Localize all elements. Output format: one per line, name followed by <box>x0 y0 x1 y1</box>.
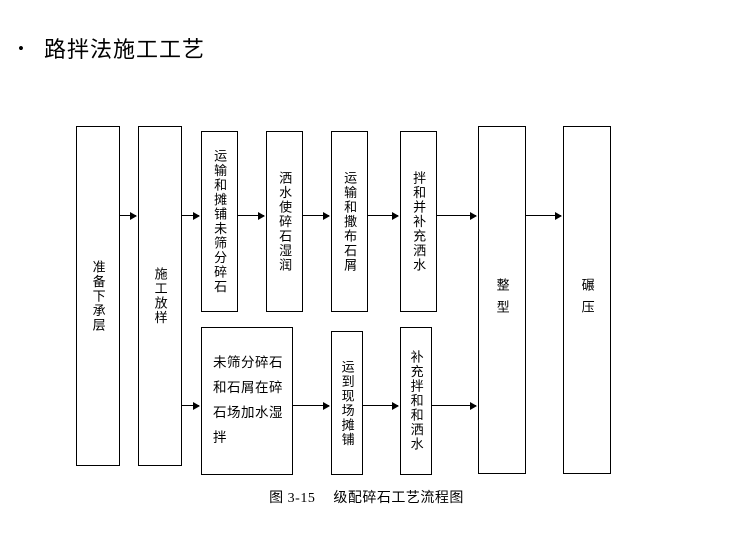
figure-title: 级配碎石工艺流程图 <box>333 491 464 506</box>
flow-node-label: 施工放样 <box>152 267 168 325</box>
flow-node-compaction[interactable]: 碾压 <box>563 126 611 474</box>
flow-node-label: 补充拌和和洒水 <box>408 350 424 452</box>
flow-node-label: 运输和撒布石屑 <box>342 170 358 273</box>
flow-node-label: 未筛分碎石和石屑在碎石场加水湿拌 <box>213 355 283 445</box>
flow-node-label: 拌和并补充洒水 <box>411 170 427 273</box>
flow-node-mix-add-water[interactable]: 拌和并补充洒水 <box>400 131 437 312</box>
flow-arrow-n1-n2 <box>120 210 137 222</box>
slide-title: • 路拌法施工工艺 <box>18 32 205 64</box>
flow-node-label: 运到现场摊铺 <box>339 359 355 447</box>
flow-arrow-n9-n10 <box>293 400 330 412</box>
flow-node-setting-out[interactable]: 施工放样 <box>138 126 182 466</box>
flow-node-shaping[interactable]: 整型 <box>478 126 526 474</box>
flow-node-haul-spread-crushed-stone[interactable]: 运输和摊铺未筛分碎石 <box>201 131 238 312</box>
flow-arrow-n7-n8 <box>526 210 562 222</box>
flow-arrow-n2-n3 <box>182 210 200 222</box>
flow-node-haul-spread-chips[interactable]: 运输和撒布石屑 <box>331 131 368 312</box>
flow-node-plant-wet-mix[interactable]: 未筛分碎石和石屑在碎石场加水湿拌 <box>201 327 293 475</box>
figure-caption: 图 3-15 级配碎石工艺流程图 <box>0 487 733 507</box>
flow-arrow-n10-n11 <box>363 400 399 412</box>
flow-node-sprinkle-water[interactable]: 洒水使碎石湿润 <box>266 131 303 312</box>
bullet-icon: • <box>18 38 24 58</box>
flow-node-label: 洒水使碎石湿润 <box>277 170 293 273</box>
flow-arrow-n5-n6 <box>368 210 399 222</box>
flow-node-supplementary-mixing[interactable]: 补充拌和和洒水 <box>400 327 432 475</box>
flow-arrow-n11-n7 <box>432 400 477 412</box>
flow-arrow-n6-n7 <box>437 210 477 222</box>
flow-node-transport-to-site[interactable]: 运到现场摊铺 <box>331 331 363 475</box>
flow-node-prepare-subgrade[interactable]: 准备下承层 <box>76 126 120 466</box>
flow-arrow-n2-n9 <box>182 400 200 412</box>
flow-node-label: 碾压 <box>579 278 595 322</box>
flow-node-label: 准备下承层 <box>90 259 106 333</box>
flow-arrow-n3-n4 <box>238 210 265 222</box>
figure-number: 图 3-15 <box>269 491 316 506</box>
flow-arrow-n4-n5 <box>303 210 330 222</box>
flow-node-label: 运输和摊铺未筛分碎石 <box>212 149 228 294</box>
page-title: 路拌法施工工艺 <box>43 37 205 62</box>
flow-node-label: 整型 <box>494 278 510 322</box>
